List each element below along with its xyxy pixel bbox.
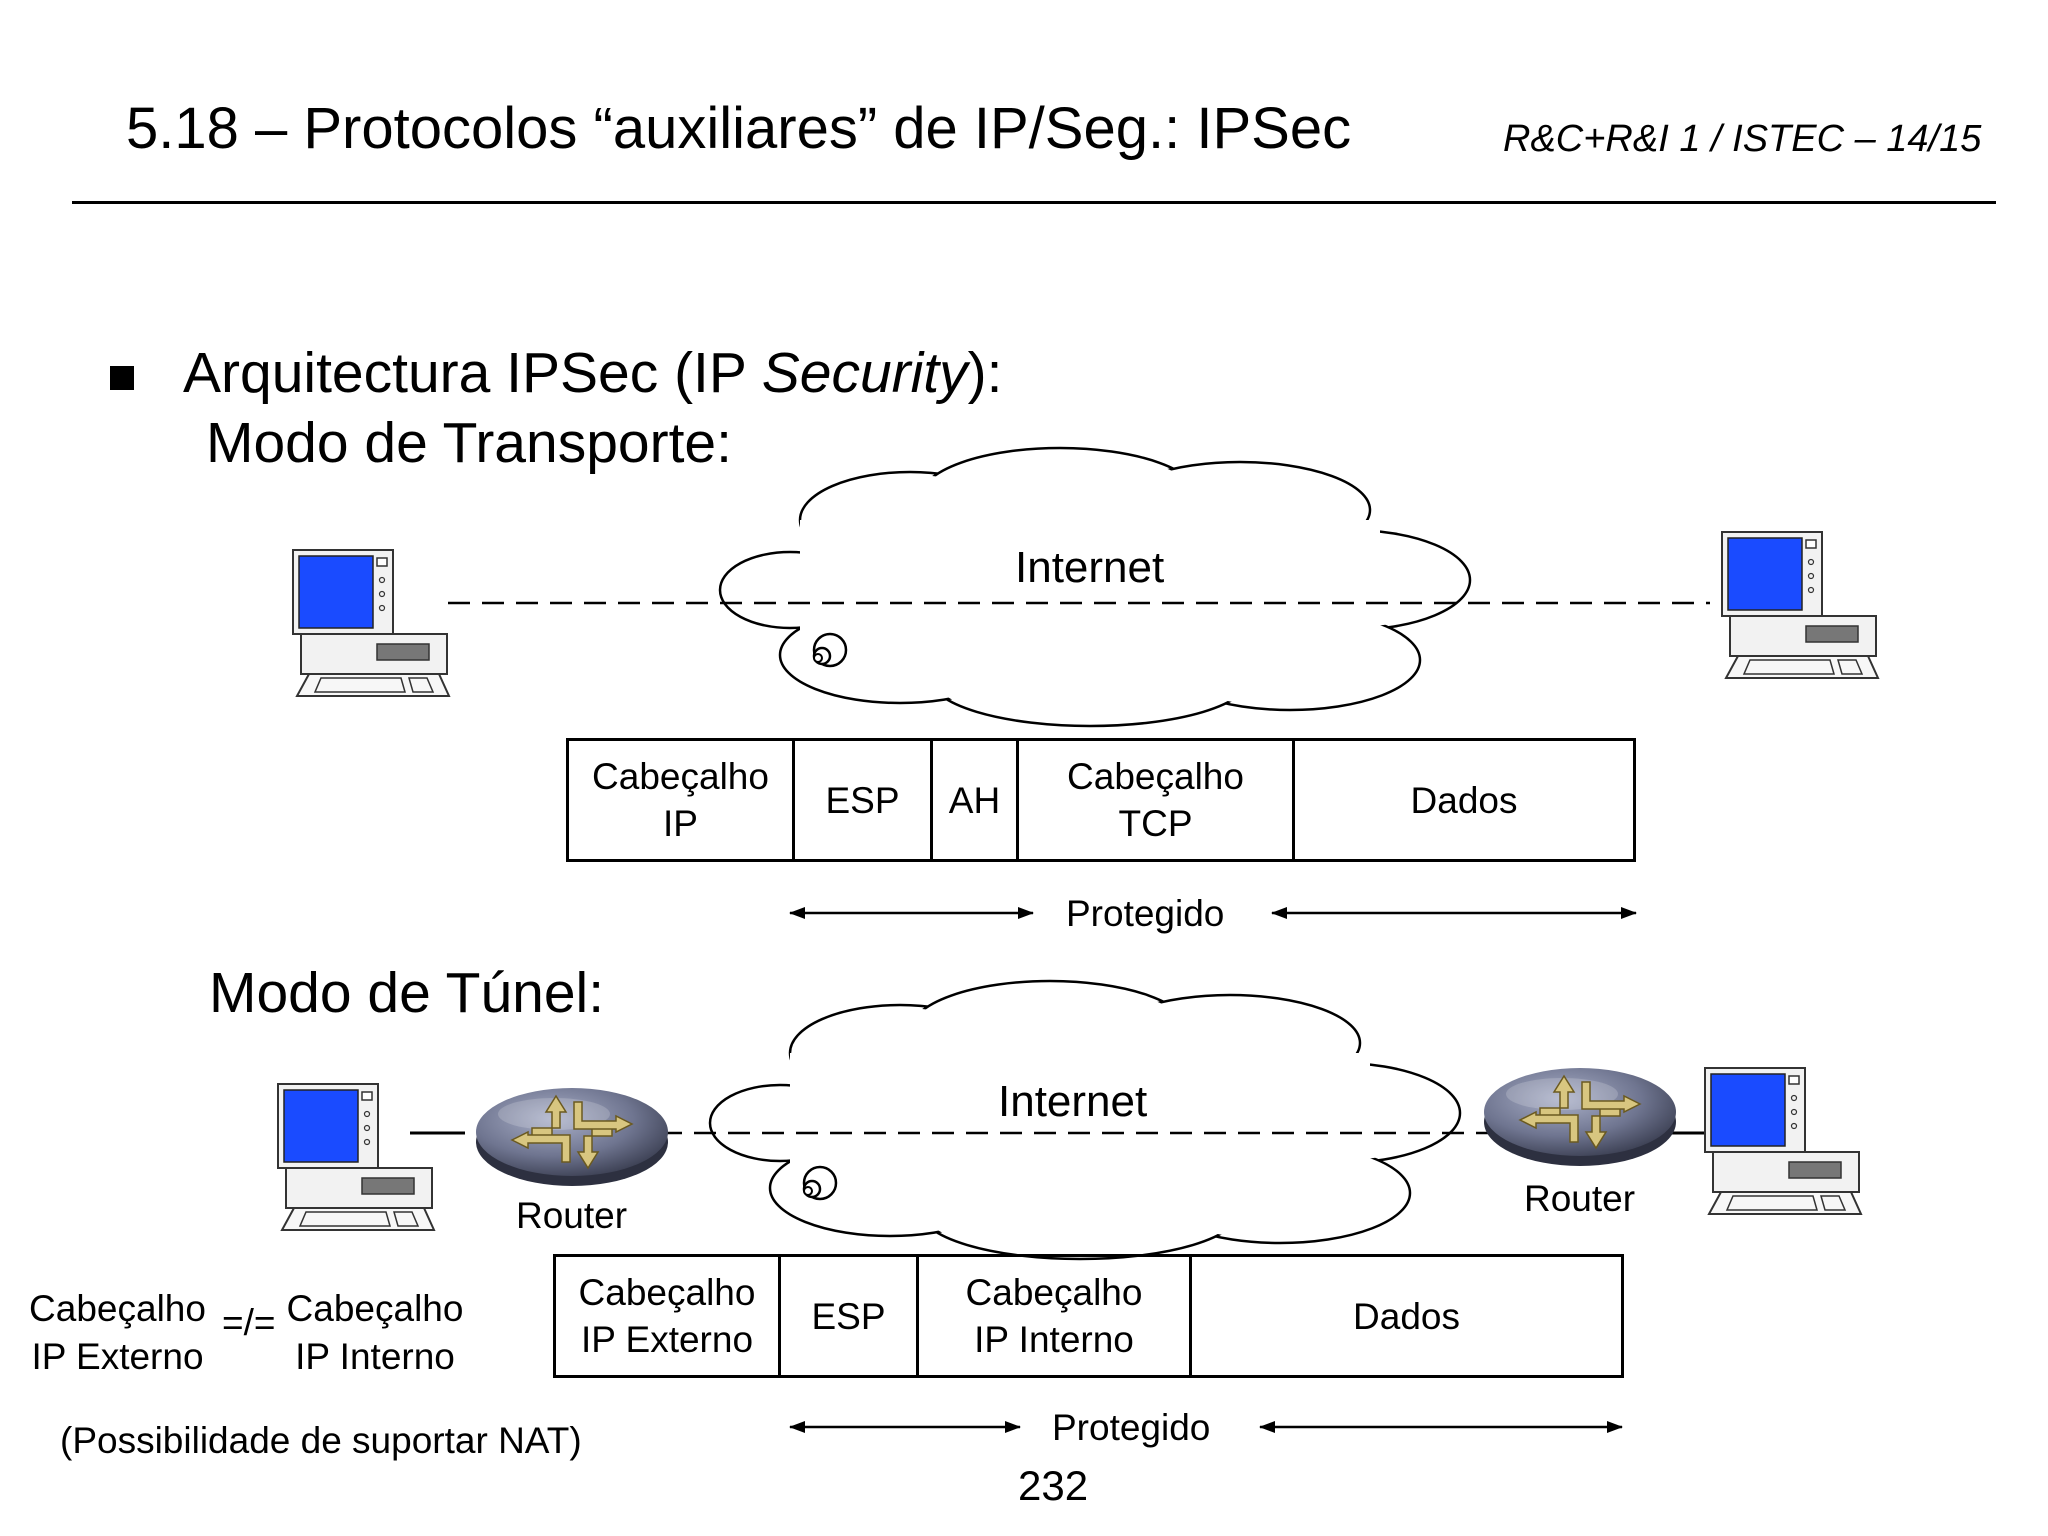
inner-ip-header-note: Cabeçalho IP Interno bbox=[286, 1288, 464, 1377]
tunnel-left-computer-icon bbox=[277, 1083, 435, 1231]
tunnel-packet-field: ESP bbox=[781, 1257, 919, 1375]
tunnel-left-router-label: Router bbox=[516, 1195, 628, 1236]
tunnel-left-router-icon bbox=[475, 1087, 669, 1187]
course-label: R&C+R&I 1 / ISTEC – 14/15 bbox=[1503, 118, 1982, 160]
bullet-prefix: Arquitectura IPSec (IP bbox=[183, 341, 762, 405]
transport-packet-field: Dados bbox=[1410, 779, 1518, 821]
tunnel-mode-title: Modo de Túnel: bbox=[209, 961, 605, 1025]
transport-protected-label: Protegido bbox=[1066, 893, 1225, 934]
outer-ip-header-note: Cabeçalho IP Externo bbox=[29, 1288, 206, 1377]
tunnel-right-computer-icon bbox=[1704, 1067, 1862, 1215]
bullet-italic: Security bbox=[761, 341, 968, 405]
not-equal-sign: =/= bbox=[222, 1302, 276, 1343]
title-divider bbox=[72, 201, 1996, 204]
bullet-suffix: ): bbox=[967, 341, 1003, 405]
tunnel-protected-label: Protegido bbox=[1052, 1407, 1211, 1448]
slide-title: 5.18 – Protocolos “auxiliares” de IP/Seg… bbox=[126, 96, 1352, 161]
page-number: 232 bbox=[1018, 1462, 1089, 1509]
transport-packet-field: AH bbox=[933, 741, 1019, 859]
transport-left-computer-icon bbox=[292, 549, 450, 697]
bullet-heading: Arquitectura IPSec (IP Security): bbox=[183, 340, 1002, 406]
transport-mode-title: Modo de Transporte: bbox=[206, 411, 732, 475]
transport-packet-field: ESP bbox=[795, 741, 933, 859]
transport-right-computer-icon bbox=[1721, 531, 1879, 679]
tunnel-cloud-label: Internet bbox=[998, 1077, 1148, 1126]
tunnel-packet-field: Dados bbox=[1353, 1295, 1460, 1337]
tunnel-right-router-icon bbox=[1483, 1067, 1677, 1167]
nat-support-note: (Possibilidade de suportar NAT) bbox=[60, 1420, 582, 1461]
bullet-square-icon bbox=[110, 366, 134, 390]
transport-cloud-label: Internet bbox=[1015, 543, 1165, 592]
tunnel-right-router-label: Router bbox=[1524, 1178, 1636, 1219]
